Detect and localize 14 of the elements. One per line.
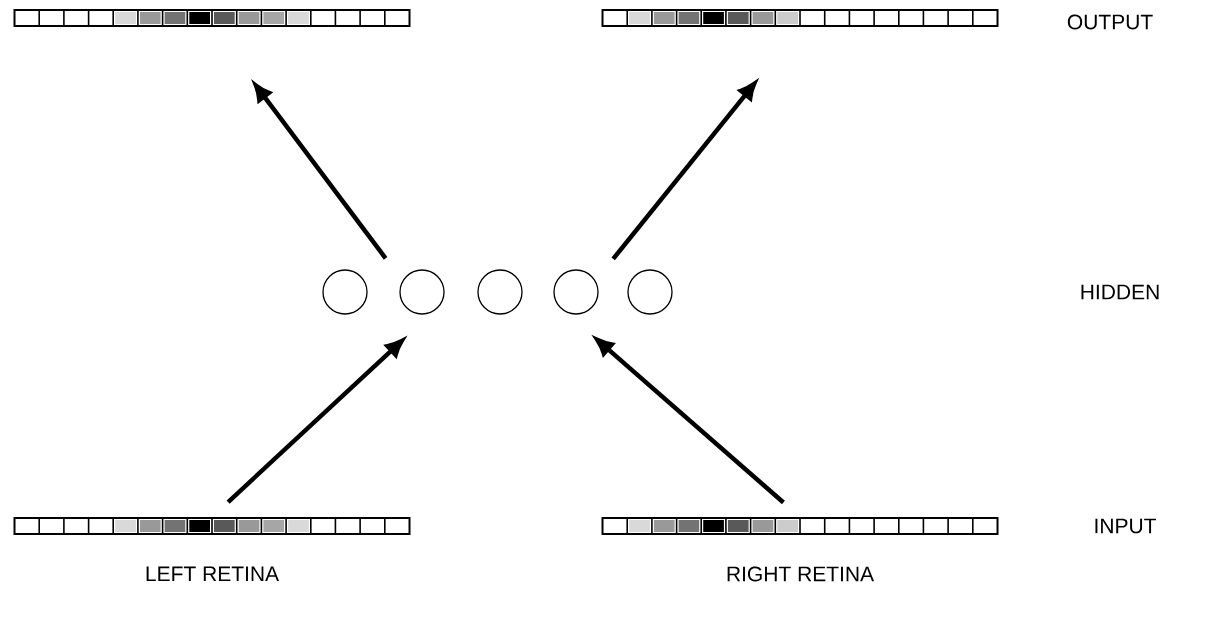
unit-strip [601,9,999,27]
layer-caption: RIGHT RETINA [727,566,875,582]
layer-label: OUTPUT [1067,14,1153,30]
unit-strip [601,517,999,535]
layer-label: INPUT [1095,518,1156,534]
hidden-unit [553,269,599,315]
layer-label: HIDDEN [1081,284,1159,300]
layer-caption: LEFT RETINA [146,566,280,581]
unit-strip [13,517,411,535]
hidden-unit [322,269,368,315]
hidden-unit [399,269,445,315]
hidden-unit [477,269,523,315]
unit-strip [13,9,411,27]
hidden-unit [627,269,673,315]
